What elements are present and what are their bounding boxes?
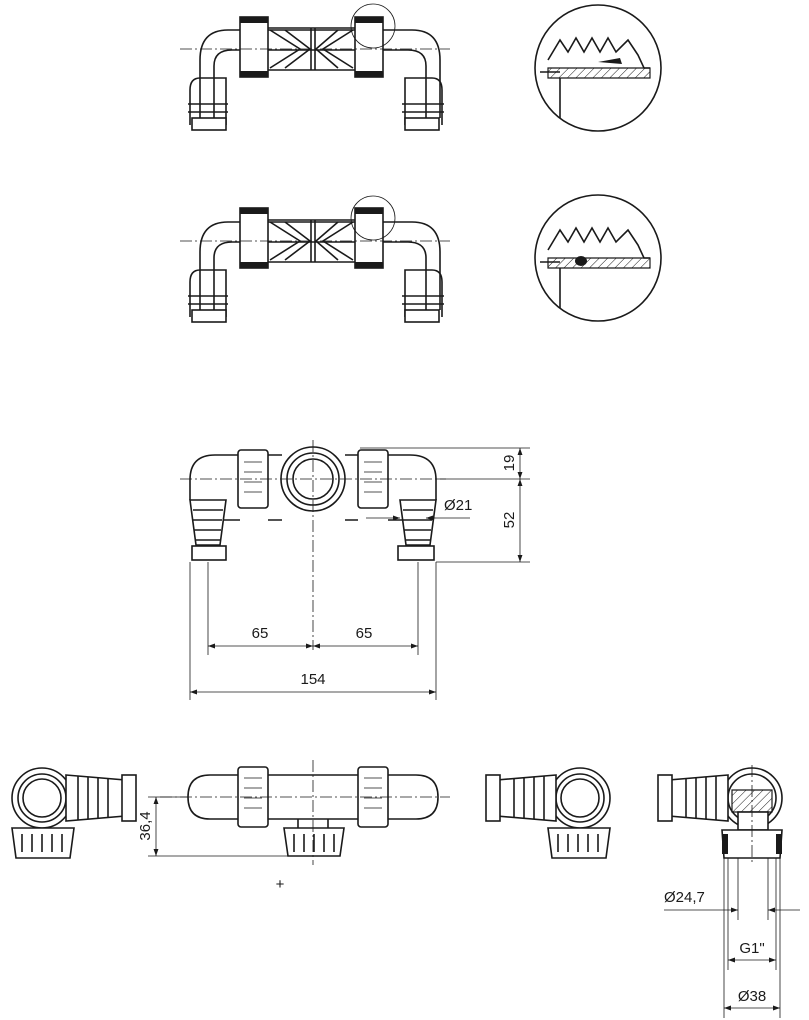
- dimension-lines: [189, 447, 530, 700]
- dim-thread: G1": [739, 940, 764, 957]
- nozzle-dimensions: [664, 858, 800, 1018]
- dim-height-top: 19: [501, 455, 518, 472]
- detail-view-2: [534, 194, 662, 322]
- side-view-left: [11, 767, 137, 859]
- side-section-view: [657, 765, 783, 865]
- center-mark: +: [276, 876, 285, 893]
- side-height-dimension: [148, 796, 288, 857]
- top-view: [180, 440, 446, 650]
- section-view-1: [180, 3, 450, 131]
- dim-overall-width: 154: [300, 671, 325, 688]
- front-view: [160, 760, 450, 865]
- detail-view-1: [534, 4, 662, 132]
- dim-spacing-right: 65: [356, 625, 373, 642]
- dim-height-total: 52: [501, 512, 518, 529]
- dim-side-height: 36,4: [137, 811, 154, 840]
- section-view-2: [180, 195, 450, 323]
- dim-nut-diameter: Ø38: [738, 988, 766, 1005]
- side-view-right: [485, 767, 611, 859]
- dim-spacing-left: 65: [252, 625, 269, 642]
- dim-pipe-diameter: Ø21: [444, 497, 472, 514]
- dim-nozzle-inner-diameter: Ø24,7: [664, 889, 705, 906]
